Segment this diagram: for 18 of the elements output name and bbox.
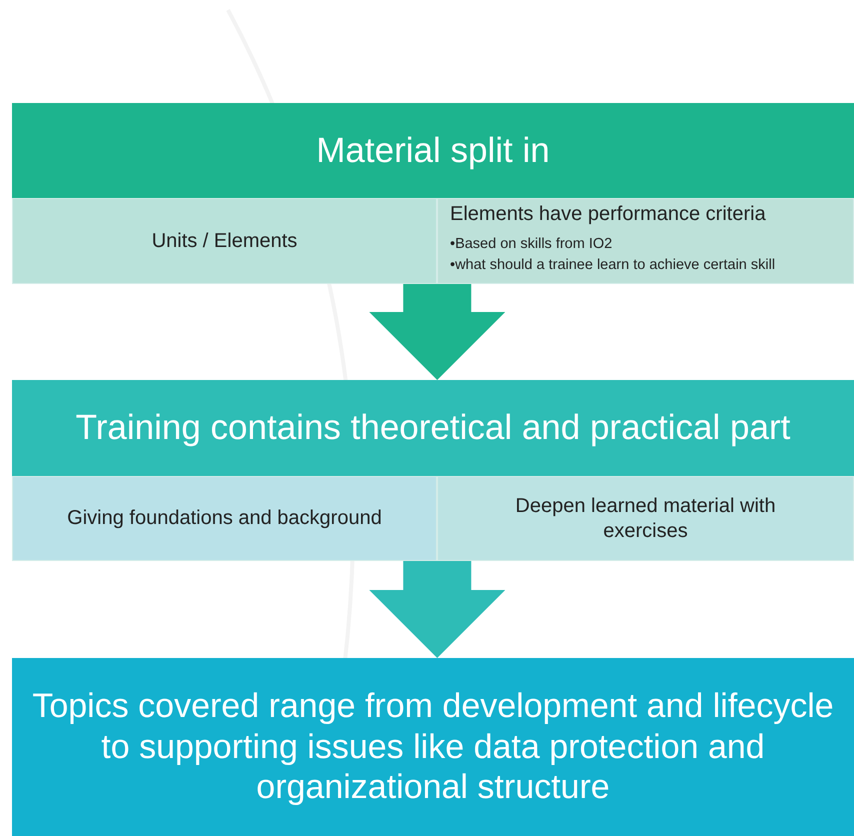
content-box bbox=[12, 198, 437, 284]
content-text: Deepen learned material with exercises bbox=[514, 494, 777, 544]
summary-text: Topics covered range from development and lifecycle to supporting issues like data protection and organizational structure bbox=[31, 686, 835, 808]
block-arrow bbox=[369, 561, 506, 658]
content-box bbox=[12, 476, 437, 561]
content-text: Units / Elements bbox=[152, 228, 298, 254]
section-heading: Material split in bbox=[315, 130, 551, 172]
content-text: Giving foundations and background bbox=[67, 506, 382, 531]
section-panel bbox=[12, 103, 854, 284]
section-heading: Training contains theoretical and practical part bbox=[74, 407, 792, 449]
content-heading: Elements have performance criteria bbox=[450, 203, 766, 226]
content-box bbox=[437, 198, 854, 284]
section-panel bbox=[12, 380, 854, 561]
summary-box bbox=[12, 658, 854, 836]
block-arrow bbox=[369, 284, 506, 380]
bullet-item: •what should a trainee learn to achieve certain skill bbox=[450, 256, 776, 276]
content-box bbox=[437, 476, 854, 561]
bullet-item: •Based on skills from IO2 bbox=[450, 235, 612, 254]
